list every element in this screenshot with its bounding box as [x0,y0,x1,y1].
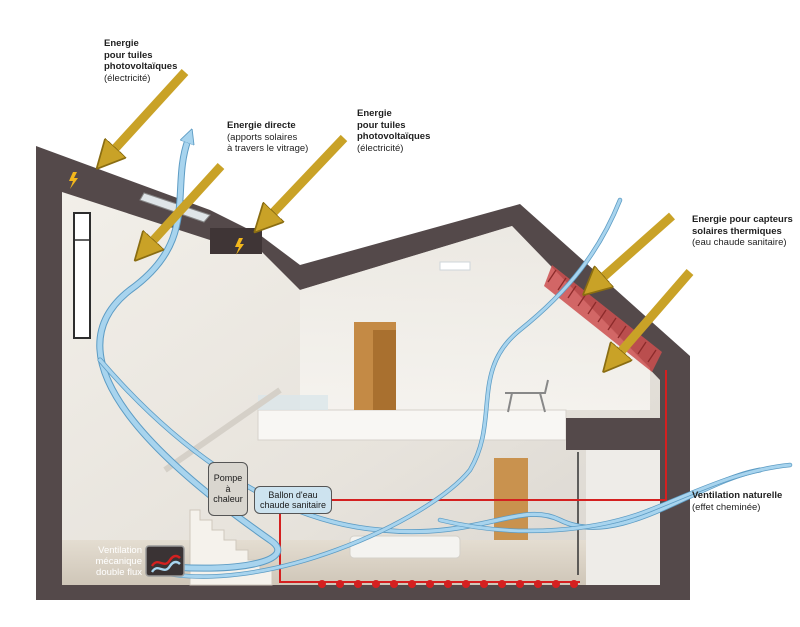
solar-energy-arrow [150,162,225,244]
mezzanine-floor [257,409,567,441]
lightning-icon [235,238,244,255]
ventilation-unit-icon [145,545,185,577]
lightning-icon [69,172,78,189]
tall-window [73,212,91,339]
label-natural-ventilation: Ventilation naturelle (effet cheminée) [692,490,783,513]
solar-energy-arrow [270,134,348,216]
solar-energy-arrow [600,212,675,280]
solar-energy-arrow [112,68,189,152]
solar-energy-arrow [618,269,694,355]
hot-water-pipe [279,370,667,583]
chair [505,379,549,413]
label-mechanical-ventilation: Ventilation mécanique double flux [95,545,142,578]
heat-pump-box: Pompe à chaleur [208,462,248,516]
water-tank-box: Ballon d'eau chaude sanitaire [254,486,332,514]
underfloor-heating [318,580,578,588]
